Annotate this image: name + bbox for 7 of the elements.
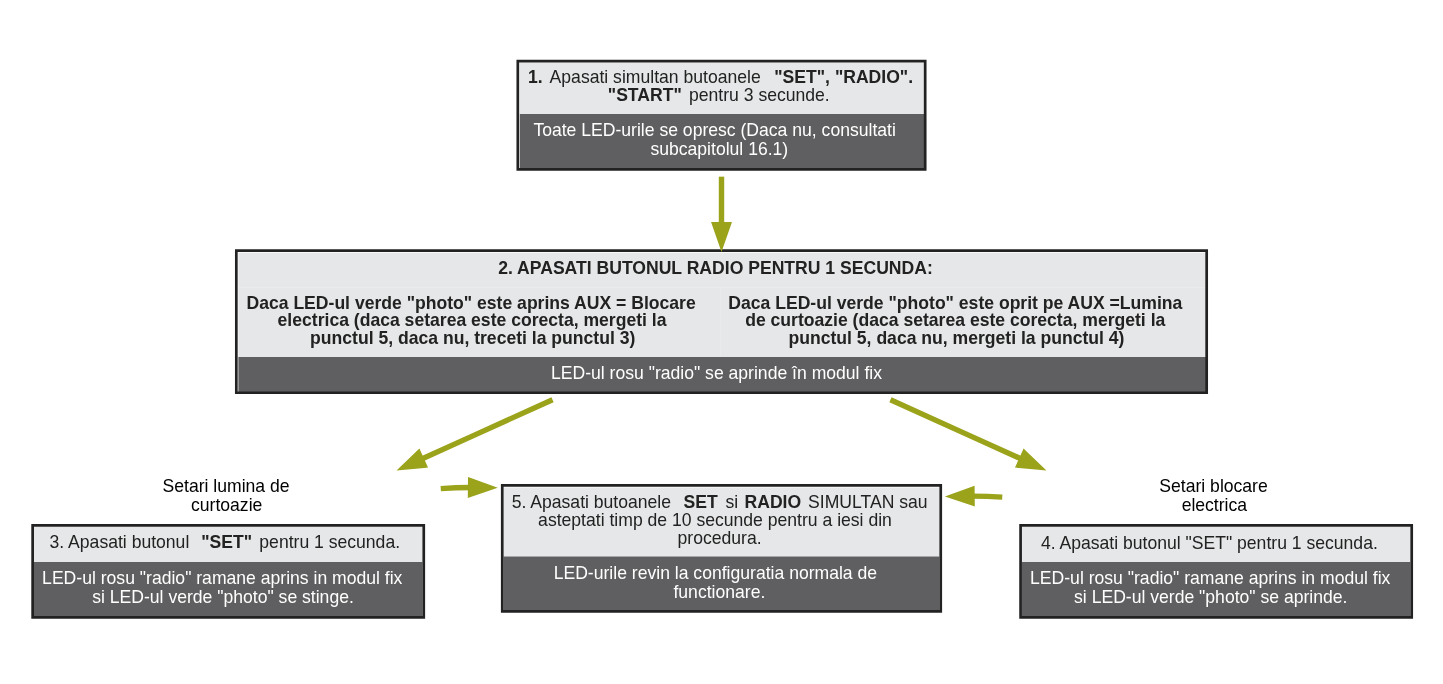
node-label: Setari lumina de curtoazie	[162, 476, 290, 516]
arrow	[396, 397, 554, 471]
arrow	[889, 397, 1047, 471]
arrow	[440, 477, 498, 498]
arrow	[944, 485, 1003, 507]
arrow	[711, 176, 732, 252]
node-label: Setari blocare electrica	[1159, 476, 1268, 516]
